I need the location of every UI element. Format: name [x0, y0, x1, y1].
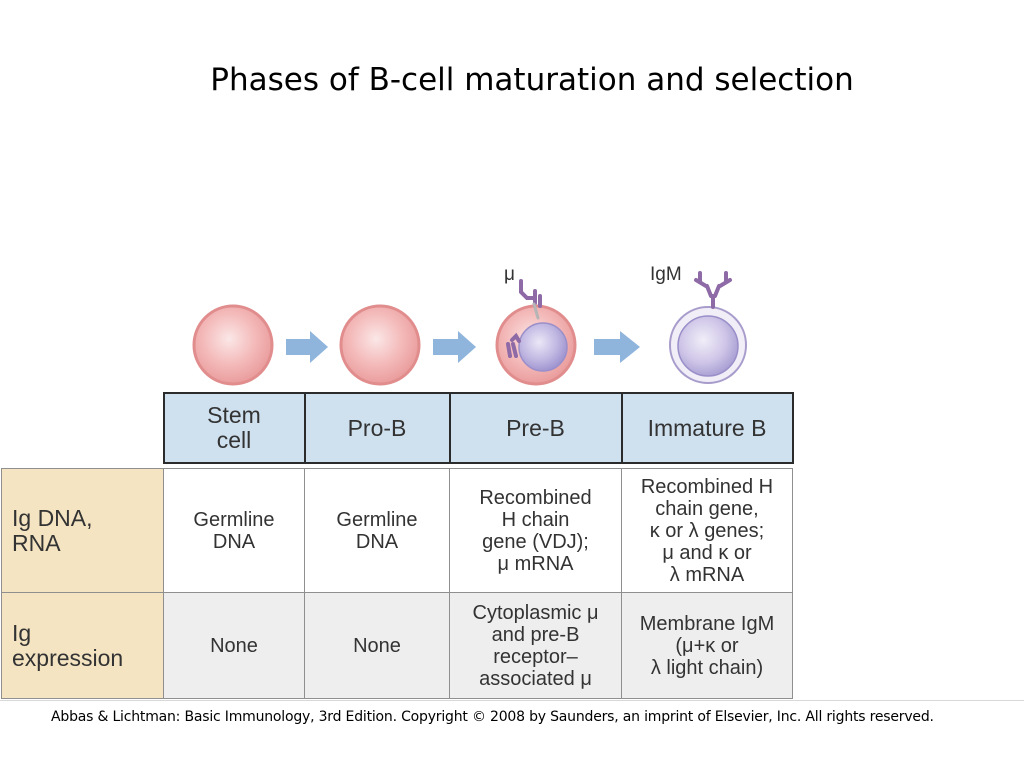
stage-header-pro-b: Pro-B — [303, 392, 451, 464]
pre-b-cell-icon — [495, 279, 577, 386]
copyright-credit: Abbas & Lichtman: Basic Immunology, 3rd … — [51, 709, 934, 725]
stem-cell-icon — [192, 304, 274, 386]
arrow-right-icon — [594, 331, 640, 363]
pro-b-cell-icon — [339, 304, 421, 386]
stage-header-pre-b: Pre-B — [448, 392, 623, 464]
row-label-ig-dna-rna: Ig DNA,RNA — [1, 468, 164, 593]
arrow-right-icon — [286, 331, 328, 363]
table-cell: None — [163, 592, 305, 699]
table-corner — [1, 393, 165, 463]
immature-b-cell-icon — [669, 271, 747, 384]
igm-label: IgM — [650, 264, 682, 285]
footer-divider — [0, 700, 1024, 701]
table-cell: None — [304, 592, 450, 699]
mu-label: μ — [504, 264, 515, 285]
arrow-right-icon — [433, 331, 476, 363]
slide-title: Phases of B-cell maturation and selectio… — [210, 62, 854, 98]
cell-stages-illustration: μ IgM — [192, 264, 747, 386]
stage-header-immature-b: Immature B — [620, 392, 794, 464]
